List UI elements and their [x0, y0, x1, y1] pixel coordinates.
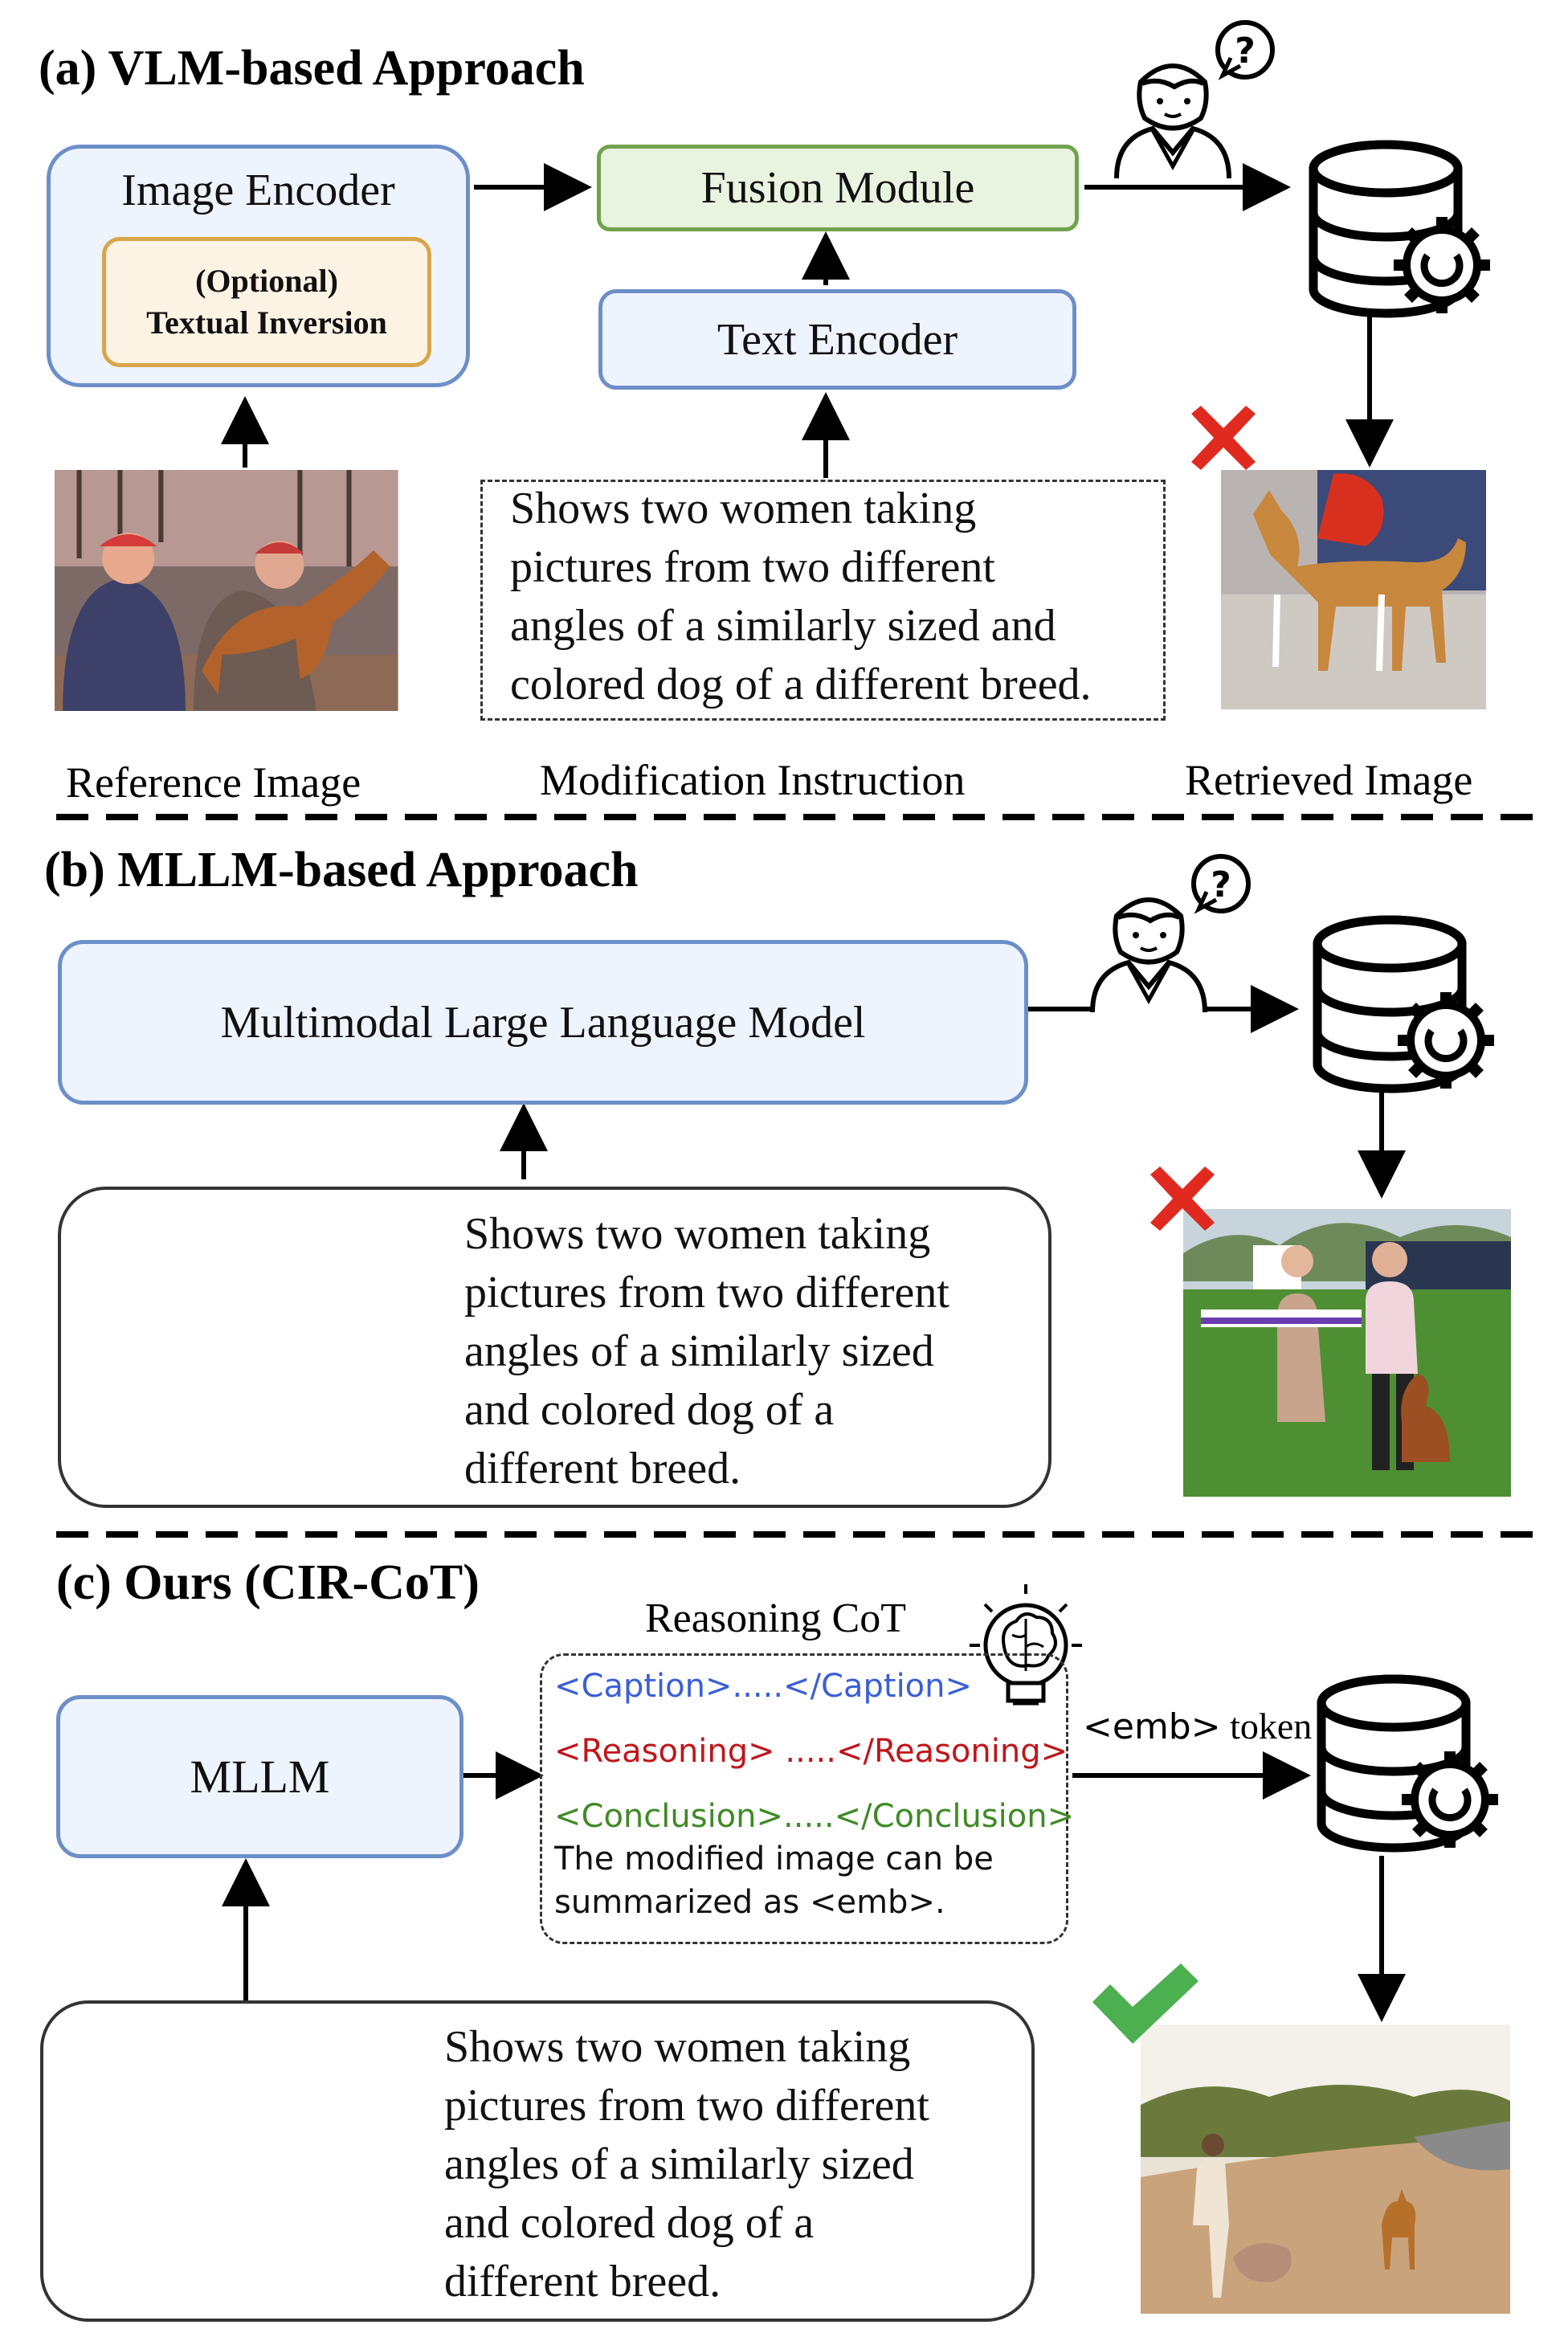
textual-inversion-box: (Optional) Textual Inversion	[102, 237, 431, 367]
instruction-line: different breed.	[464, 1444, 741, 1493]
instruction-line: and colored dog of a	[464, 1385, 835, 1435]
text-encoder-box: Text Encoder	[598, 289, 1076, 390]
caption-reference-image: Reference Image	[66, 758, 361, 807]
instruction-line: Shows two women taking	[510, 484, 977, 533]
reference-photo-a	[55, 470, 398, 711]
instruction-line: angles of a similarly sized	[464, 1326, 934, 1376]
instruction-line: pictures from two different	[464, 1268, 949, 1318]
green-check-icon	[1092, 1963, 1198, 2044]
red-cross-icon	[1150, 1166, 1215, 1231]
user-question-icon	[1092, 856, 1248, 1012]
database-gear-icon	[1313, 145, 1490, 313]
text-encoder-label: Text Encoder	[717, 314, 958, 365]
caption-tag: <Caption>.....</Caption>	[554, 1668, 973, 1705]
instruction-line: pictures from two different	[510, 542, 995, 592]
instruction-text-c: Shows two women taking pictures from two…	[444, 2018, 929, 2311]
retrieved-photo-c	[1141, 2025, 1510, 2314]
reasoning-cot-box	[540, 1653, 1068, 1944]
retrieved-photo-b	[1183, 1209, 1511, 1497]
mllm-label-b: Multimodal Large Language Model	[220, 997, 866, 1048]
textual-inversion-label: Textual Inversion	[146, 304, 387, 341]
instruction-line: Shows two women taking	[464, 1209, 931, 1259]
instruction-line: colored dog of a different breed.	[510, 660, 1092, 709]
instruction-text-a: Shows two women taking pictures from two…	[510, 480, 1092, 714]
conclusion-line-2: summarized as <emb>.	[554, 1884, 945, 1921]
instruction-line: angles of a similarly sized	[444, 2139, 914, 2189]
emb-token-label: <emb> token	[1083, 1705, 1312, 1747]
instruction-line: different breed.	[444, 2257, 721, 2306]
instruction-box-a	[480, 480, 1166, 721]
database-gear-icon	[1317, 920, 1494, 1089]
instruction-line: pictures from two different	[444, 2081, 929, 2131]
input-panel-c	[40, 2000, 1035, 2322]
instruction-line: Shows two women taking	[444, 2022, 911, 2072]
token-word: token	[1230, 1706, 1313, 1747]
section-a-title: (a) VLM-based Approach	[39, 41, 585, 96]
instruction-line: and colored dog of a	[444, 2198, 815, 2248]
mllm-box-c: MLLM	[56, 1695, 463, 1858]
conclusion-line-1: The modified image can be	[554, 1841, 994, 1877]
fusion-module-box: Fusion Module	[597, 145, 1079, 231]
image-encoder-label: Image Encoder	[121, 165, 395, 215]
emb-token: <emb>	[1083, 1706, 1221, 1747]
section-c-title: (c) Ours (CIR-CoT)	[56, 1555, 480, 1610]
mllm-label-c: MLLM	[190, 1751, 330, 1803]
database-gear-icon	[1321, 1679, 1498, 1848]
red-cross-icon	[1191, 406, 1256, 470]
mllm-box-b: Multimodal Large Language Model	[58, 940, 1028, 1105]
input-panel-b	[58, 1187, 1051, 1508]
reasoning-tag: <Reasoning> .....</Reasoning>	[554, 1733, 1068, 1770]
caption-modification-instruction: Modification Instruction	[540, 756, 966, 804]
reasoning-cot-title: Reasoning CoT	[645, 1596, 906, 1641]
user-question-icon	[1117, 22, 1272, 178]
instruction-line: angles of a similarly sized and	[510, 601, 1056, 651]
instruction-text-b: Shows two women taking pictures from two…	[464, 1205, 949, 1498]
textual-inversion-optional: (Optional)	[195, 263, 338, 299]
section-b-title: (b) MLLM-based Approach	[44, 843, 639, 897]
fusion-module-label: Fusion Module	[700, 163, 975, 213]
retrieved-photo-a	[1221, 470, 1486, 709]
conclusion-tag: <Conclusion>.....</Conclusion>	[554, 1798, 1075, 1835]
caption-retrieved-image: Retrieved Image	[1185, 756, 1473, 804]
